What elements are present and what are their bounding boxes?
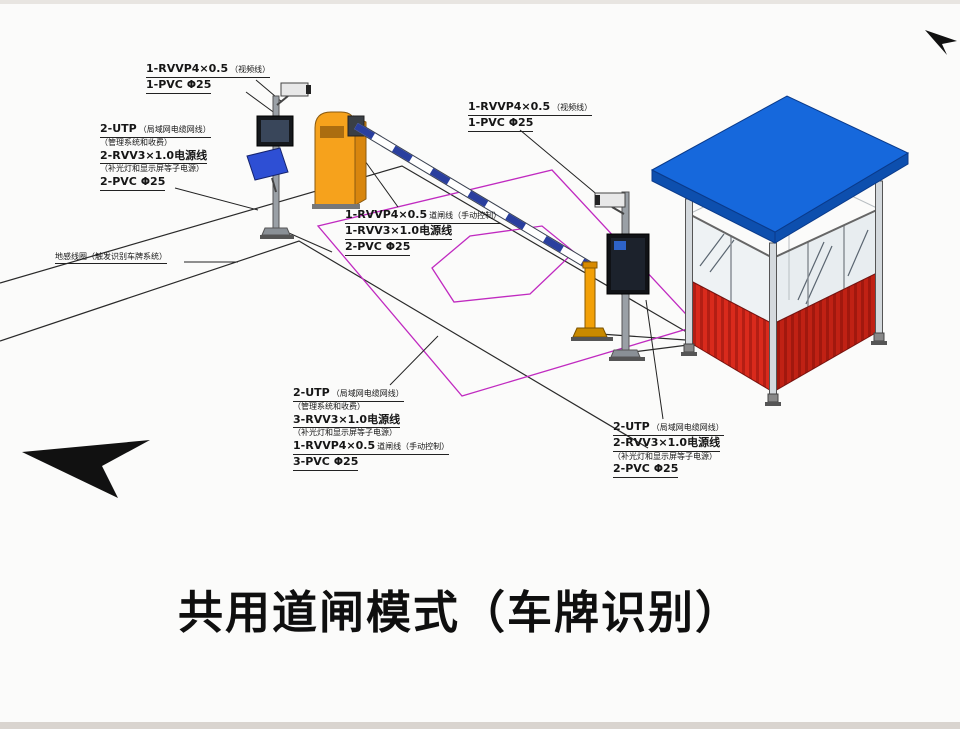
pole-base [261,227,291,236]
cable-note: 道闸线（手动控制） [429,211,502,220]
window-reflections [699,229,869,305]
camera-bracket [611,206,625,215]
camera1-lens [306,85,311,94]
cable-code: 2-RVV3×1.0电源线 [613,435,721,449]
booth-wall-corrugation-left [689,280,773,392]
booth-roof [650,95,910,233]
cable-note: （视频线） [230,65,271,74]
cable-spec: 2-PVC Φ25 [100,175,166,192]
camera-pole-left [246,82,311,239]
support-post [584,267,596,329]
cable-spec: 1-PVC Φ25 [468,115,534,132]
direction-arrow-icon [925,30,957,55]
diagram-title: 共用道闸模式（车牌识别） [177,586,742,639]
bottom-edge-band [0,722,960,729]
corner-post [875,180,883,334]
barrier-panel [320,126,344,138]
cable-spec: 2-UTP（局域网电缆网线） [293,386,404,402]
top-edge-band [0,0,960,4]
label-camera1-cables: 1-RVVP4×0.5（视频线） 1-PVC Φ25 [146,62,271,94]
cable-code: 1-RVVP4×0.5 [293,439,376,453]
cable-spec: 2-RVV3×1.0电源线 [100,148,208,165]
support-base [572,327,608,338]
cable-spec: 1-PVC Φ25 [146,77,212,94]
cable-note: （局域网电缆网线） [331,389,404,398]
cable-spec: 1-RVV3×1.0电源线 [345,223,453,240]
cable-spec: 1-RVVP4×0.5（视频线） [468,100,593,116]
label-left-utp-cables: 2-UTP（局域网电缆网线） （管理系统和收费） 2-RVV3×1.0电源线 （… [100,122,211,192]
corner-post [685,198,693,345]
lpr-display-screen [261,120,289,142]
cable-note: （视频线） [552,103,593,112]
cable-spec: 2-PVC Φ25 [613,462,679,479]
north-arrow-icon [22,440,150,498]
camera1-icon [280,82,309,97]
cable-note: 道闸线（手动控制） [377,442,450,452]
label-booth-cables: 2-UTP（局域网电缆网线） 2-RVV3×1.0电源线 （补光灯和显示屏等子电… [613,420,724,479]
label-bottom-cables: 2-UTP（局域网电缆网线） （管理系统和收费） 3-RVV3×1.0电源线 （… [293,386,450,471]
cable-spec: 2-UTP（局域网电缆网线） [613,420,724,436]
barrier-base [312,204,360,209]
cable-spec: 2-RVV3×1.0电源线 [613,435,721,452]
cable-code: 2-RVV3×1.0电源线 [100,148,208,162]
cable-code: 2-PVC Φ25 [345,239,411,253]
support-cap [582,261,598,269]
camera2-lens [595,195,600,205]
cable-code: 2-UTP [100,122,137,135]
cable-spec: 1-RVVP4×0.5（视频线） [146,62,271,78]
cable-code: 2-UTP [293,386,330,399]
cable-code: 1-RVVP4×0.5 [146,62,229,75]
corner-post [769,242,777,395]
window-mullions [730,225,845,307]
boom-arm [353,122,593,270]
cable-code: 2-PVC Φ25 [613,462,679,476]
label-camera2-cables: 1-RVVP4×0.5（视频线） 1-PVC Φ25 [468,100,593,132]
boom-stripes [354,122,592,270]
cable-spec: 2-UTP（局域网电缆网线） [100,122,211,138]
cable-note-line: （补光灯和显示屏等子电源） [613,451,717,461]
floodlight-bracket [271,177,277,193]
booth-feet [681,332,887,406]
cable-code: 3-PVC Φ25 [293,455,359,469]
cable-code: 2-PVC Φ25 [100,175,166,189]
cable-code: 2-UTP [613,420,650,433]
cable-code: 1-PVC Φ25 [146,77,212,91]
cable-code: 1-RVV3×1.0电源线 [345,223,453,237]
cable-spec: 2-PVC Φ25 [345,239,411,256]
cable-note-line: 地感线圈（触发识别车牌系统） [55,252,167,264]
led-sign-glow [614,241,626,250]
label-ground-loop: 地感线圈（触发识别车牌系统） [55,252,167,264]
floodlight-icon [246,147,289,181]
cable-code: 1-RVVP4×0.5 [468,100,551,113]
cable-note-line: （管理系统和收费） [100,137,172,147]
barrier-gate-machine [312,111,367,209]
cable-spec: 3-RVV3×1.0电源线 [293,412,401,429]
cable-code: 1-PVC Φ25 [468,115,534,129]
cable-note-line: （补光灯和显示屏等子电源） [293,428,397,438]
cable-code: 3-RVV3×1.0电源线 [293,412,401,426]
cable-note-line: （补光灯和显示屏等子电源） [100,164,204,174]
camera-bracket [276,95,289,106]
cable-spec: 3-PVC Φ25 [293,455,359,471]
cable-note-line: （管理系统和收费） [293,401,365,411]
pole-base [610,349,641,358]
cable-note: （局域网电缆网线） [138,125,211,134]
pole-base-plate [260,235,294,239]
cable-note: （局域网电缆网线） [651,423,724,432]
support-base-plate [571,337,613,341]
boom-support-post [571,261,613,341]
booth-wall-corrugation-right [773,272,879,392]
cable-code: 1-RVVP4×0.5 [345,208,428,221]
camera-pole-right [594,191,650,361]
pole-base-plate [609,357,645,361]
guard-booth [650,95,910,406]
